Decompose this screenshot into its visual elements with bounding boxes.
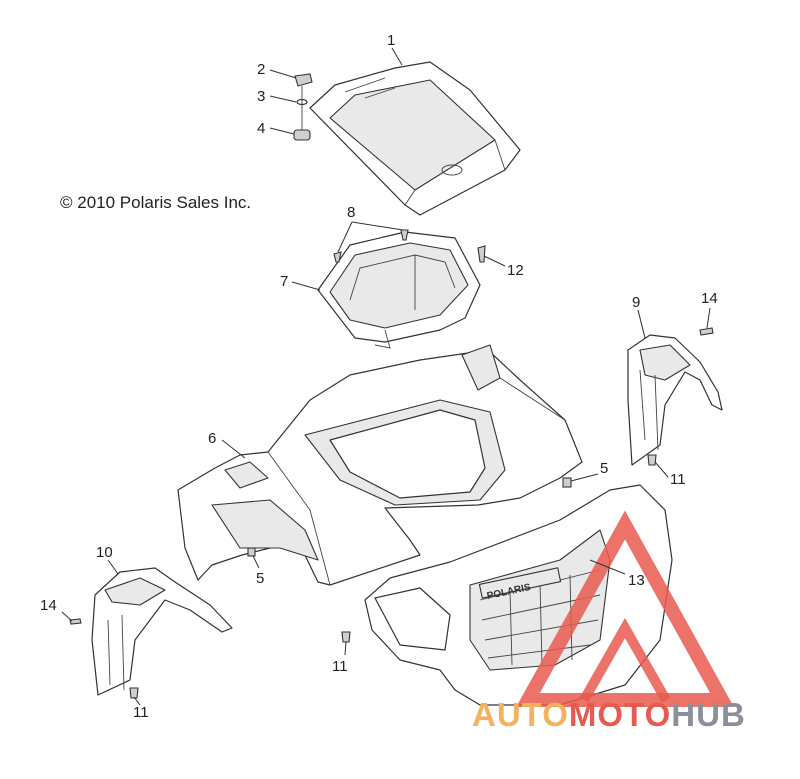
callout-11-left: 11 bbox=[133, 704, 149, 721]
watermark-wordmark: AUTOMOTOHUB bbox=[472, 696, 746, 734]
storage-cover-part-1 bbox=[309, 61, 521, 216]
screws-part-8 bbox=[333, 229, 409, 263]
callout-5-right: 5 bbox=[600, 460, 608, 477]
callout-13: 13 bbox=[628, 572, 645, 589]
fender-left-part-10 bbox=[91, 567, 233, 696]
screw-part-14-left bbox=[69, 618, 82, 625]
callout-1: 1 bbox=[387, 32, 395, 49]
callout-14-right: 14 bbox=[701, 290, 718, 307]
leader-lines bbox=[61, 47, 711, 706]
rivet-part-11-left bbox=[129, 687, 139, 699]
callout-11-center: 11 bbox=[332, 658, 348, 675]
fender-right-part-9 bbox=[627, 334, 723, 466]
storage-tub-part-7 bbox=[317, 231, 481, 349]
callout-10: 10 bbox=[96, 544, 113, 561]
clip-part-5-right bbox=[562, 477, 572, 488]
callout-4: 4 bbox=[257, 120, 265, 137]
callout-9: 9 bbox=[632, 294, 640, 311]
screw-part-12 bbox=[477, 245, 486, 263]
rivet-part-11-right bbox=[647, 454, 657, 466]
watermark-text-hub: HUB bbox=[671, 696, 746, 733]
callout-8: 8 bbox=[347, 204, 355, 221]
clip-part-5-left bbox=[247, 547, 256, 557]
callout-6: 6 bbox=[208, 430, 216, 447]
hood-part-6 bbox=[177, 344, 583, 586]
screw-part-14-right bbox=[699, 327, 714, 336]
fastener-stack-parts-2-3-4 bbox=[293, 73, 313, 141]
front-grille-part-13: POLARIS bbox=[364, 484, 673, 706]
callout-12: 12 bbox=[507, 262, 524, 279]
callout-3: 3 bbox=[257, 88, 265, 105]
callout-5-left: 5 bbox=[256, 570, 264, 587]
callout-2: 2 bbox=[257, 61, 265, 78]
callout-7: 7 bbox=[280, 273, 288, 290]
copyright-notice: © 2010 Polaris Sales Inc. bbox=[60, 193, 252, 212]
watermark-triangle-logo bbox=[516, 510, 734, 707]
watermark-text-auto: AUTO bbox=[472, 696, 569, 733]
callout-numbers: 1 2 3 4 8 7 12 6 5 5 9 14 11 13 10 14 11… bbox=[40, 32, 718, 721]
watermark-text-moto: MOTO bbox=[568, 696, 672, 733]
rivet-part-11-center bbox=[341, 631, 351, 643]
callout-14-left: 14 bbox=[40, 597, 57, 614]
callout-11-right: 11 bbox=[670, 471, 686, 488]
